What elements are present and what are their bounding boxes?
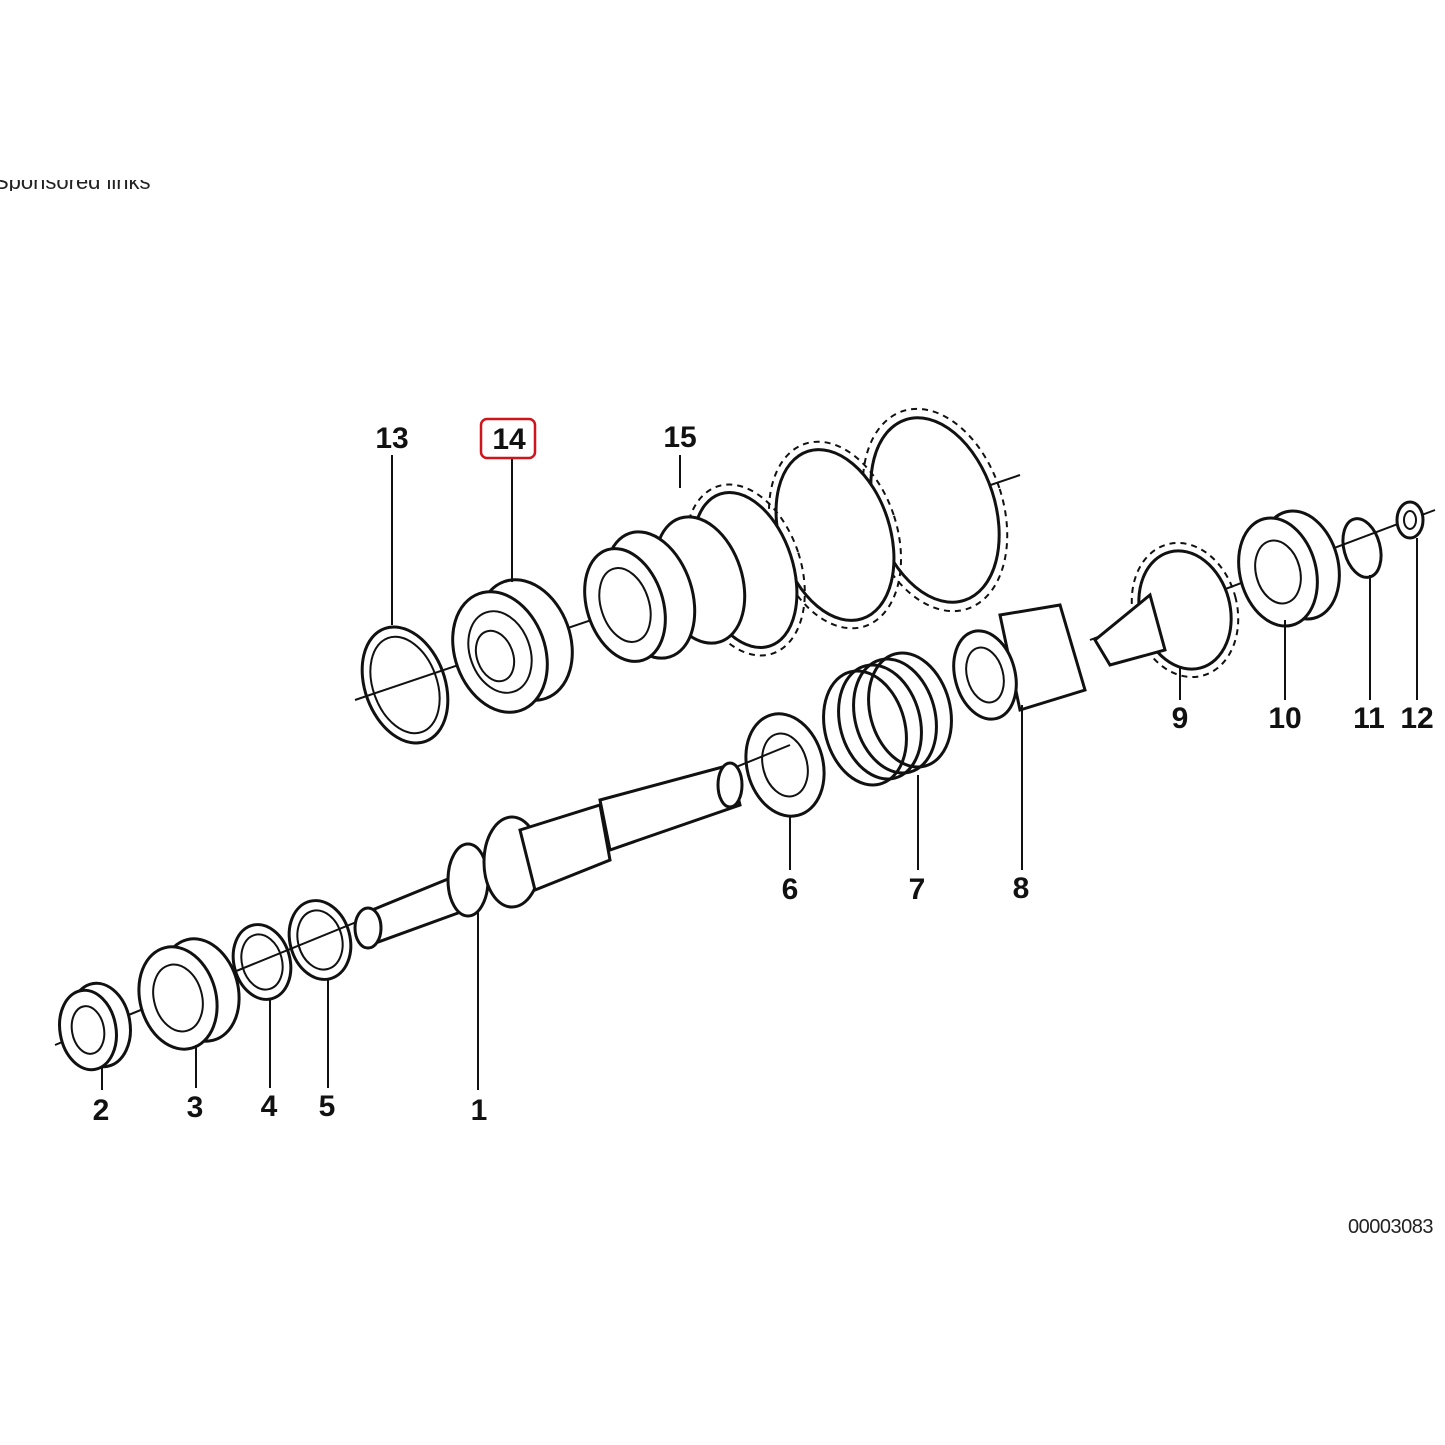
part-5-shim: [287, 899, 353, 981]
part-12-nut: [1395, 500, 1425, 540]
part-2-collar-nut: [58, 981, 132, 1072]
callout-6[interactable]: 6: [782, 873, 799, 906]
sponsored-links-text: Sponsored links: [0, 180, 151, 191]
callout-labels: 13 14 15 2 3 4 5 1 6 7 8 9 10 11 12: [93, 421, 1434, 1127]
callout-2[interactable]: 2: [93, 1094, 110, 1127]
part-8-cam-sleeve: [952, 603, 1087, 721]
callout-14[interactable]: 14: [492, 423, 526, 456]
part-10-ball-bearing: [1237, 509, 1341, 628]
callout-13[interactable]: 13: [375, 422, 408, 455]
leader-lines: [101, 455, 1418, 1090]
part-3-ball-bearing: [137, 937, 241, 1051]
part-6-thrust-washer: [744, 712, 826, 818]
part-4-shim: [231, 923, 293, 1001]
part-1-main-shaft: [353, 761, 744, 950]
part-11-circlip: [1341, 517, 1383, 579]
callout-7[interactable]: 7: [909, 873, 926, 906]
part-13-shim-washer: [360, 625, 450, 745]
callout-1[interactable]: 1: [471, 1094, 488, 1127]
callout-3[interactable]: 3: [187, 1091, 204, 1124]
callout-4[interactable]: 4: [261, 1090, 278, 1123]
callout-14-highlight-box: [479, 417, 537, 460]
part-14-ball-bearing: [451, 578, 574, 714]
diagram-reference-code: 00003083: [1348, 1216, 1433, 1238]
callout-11[interactable]: 11: [1353, 702, 1385, 735]
part-15-cluster-gear: [583, 407, 1009, 663]
callout-5[interactable]: 5: [319, 1090, 336, 1123]
part-9-output-gear: [1093, 541, 1240, 679]
callout-9[interactable]: 9: [1172, 702, 1189, 735]
part-7-spring: [822, 651, 953, 787]
callout-8[interactable]: 8: [1013, 872, 1030, 905]
callout-10[interactable]: 10: [1268, 702, 1301, 735]
callout-15[interactable]: 15: [663, 421, 696, 454]
callout-12[interactable]: 12: [1400, 702, 1433, 735]
